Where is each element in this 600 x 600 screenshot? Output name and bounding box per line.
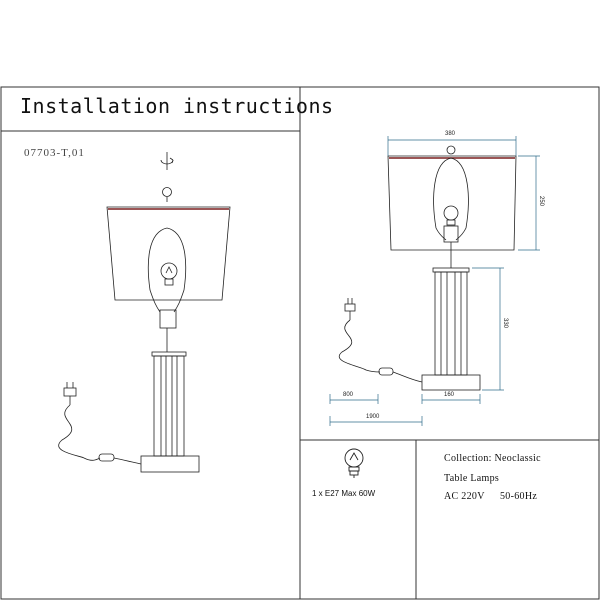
page-title: Installation instructions <box>20 94 334 118</box>
dim-cord-length: 1900 <box>366 414 380 420</box>
dim-shade-height: 250 <box>538 196 544 207</box>
power-plug-icon <box>63 382 77 405</box>
spec-category: Table Lamps <box>444 473 500 484</box>
spec-lightbulb-icon <box>344 448 364 478</box>
dimension-lines <box>329 136 540 426</box>
column-body <box>153 355 185 457</box>
dim-lamp-shade <box>387 155 517 251</box>
spec-voltage: AC 220V <box>444 491 485 502</box>
rotate-arrow-icon <box>160 152 174 170</box>
dim-switch-length: 800 <box>343 392 354 398</box>
lamp-shade <box>106 206 231 301</box>
dim-inline-switch <box>378 367 394 376</box>
dim-base-width: 160 <box>444 392 455 398</box>
inline-switch <box>98 453 115 462</box>
finial-icon <box>162 187 172 202</box>
assembly-drawing <box>58 152 231 473</box>
model-number: 07703-T,01 <box>24 147 85 159</box>
dim-finial <box>446 145 456 155</box>
lamp-socket <box>159 309 177 329</box>
dim-lightbulb-icon <box>443 205 459 226</box>
spec-frequency: 50-60Hz <box>500 491 538 502</box>
dim-power-plug-icon <box>344 298 356 320</box>
lightbulb-icon <box>160 262 178 286</box>
dim-base-height: 330 <box>502 318 508 329</box>
dimension-drawing <box>338 145 517 391</box>
spec-collection: Collection: Neoclassic <box>444 453 541 464</box>
power-cord <box>58 404 101 461</box>
column-cap <box>151 351 187 357</box>
bulb-spec: 1 x E27 Max 60W <box>312 489 376 498</box>
lamp-base-plate <box>140 455 200 473</box>
lamp-harp <box>147 227 187 313</box>
dim-shade-width: 380 <box>445 131 456 137</box>
